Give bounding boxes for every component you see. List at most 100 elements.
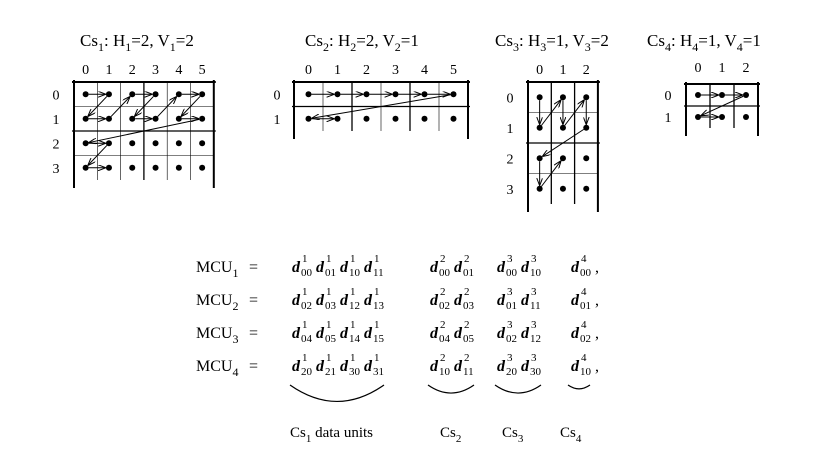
data-unit-subscript: 04	[301, 333, 313, 345]
data-unit: d	[364, 325, 373, 342]
data-unit: d	[454, 292, 463, 309]
sample-dot	[82, 91, 89, 98]
sample-dot	[105, 91, 112, 98]
data-unit-subscript: 00	[301, 267, 313, 279]
data-unit: d	[430, 292, 439, 309]
sample-dot	[743, 92, 749, 98]
scan-arrow	[182, 96, 201, 115]
column-label: 2	[743, 61, 750, 76]
scan-arrow	[157, 97, 176, 117]
column-label: 4	[421, 63, 428, 78]
data-unit-subscript: 03	[463, 300, 475, 312]
data-unit-superscript: 2	[440, 286, 446, 298]
data-unit-superscript: 1	[302, 286, 308, 298]
group-label: Cs4	[560, 425, 582, 445]
row-label: 0	[274, 88, 281, 103]
data-unit-superscript: 1	[326, 253, 332, 265]
column-label: 2	[363, 63, 370, 78]
sample-dot	[82, 140, 89, 147]
data-unit-subscript: 04	[439, 333, 451, 345]
mcu-label: MCU3	[196, 325, 238, 346]
data-unit-subscript: 02	[506, 333, 517, 345]
mcu-equals: =	[249, 292, 258, 309]
group-brace	[427, 384, 475, 394]
sample-dot	[421, 91, 428, 98]
sample-dot	[175, 140, 182, 147]
data-unit-subscript: 02	[439, 300, 450, 312]
column-label: 0	[82, 63, 89, 78]
data-unit-superscript: 3	[507, 253, 513, 265]
data-unit-superscript: 1	[374, 286, 380, 298]
data-unit-superscript: 1	[350, 286, 356, 298]
data-unit-superscript: 3	[531, 253, 537, 265]
data-unit-subscript: 20	[301, 366, 313, 378]
data-unit-superscript: 2	[464, 352, 470, 364]
column-label: 0	[695, 61, 702, 76]
data-unit: d	[364, 259, 373, 276]
data-unit-subscript: 15	[373, 333, 385, 345]
group-brace	[567, 384, 591, 390]
sample-dot	[559, 94, 566, 101]
data-unit: d	[454, 325, 463, 342]
scan-arrow	[564, 100, 584, 126]
data-unit-superscript: 3	[507, 286, 513, 298]
sample-dot	[152, 115, 159, 122]
sample-dot	[363, 91, 370, 98]
data-unit: d	[430, 325, 439, 342]
data-unit-subscript: 10	[439, 366, 451, 378]
mcu-equals: =	[249, 358, 258, 375]
data-unit-subscript: 13	[373, 300, 385, 312]
data-unit-subscript: 10	[530, 267, 542, 279]
sample-dot	[536, 185, 543, 192]
sample-dot	[719, 114, 725, 120]
data-unit: d	[340, 358, 349, 375]
sample-dot	[105, 140, 112, 147]
row-label: 3	[507, 183, 514, 198]
data-unit: d	[364, 292, 373, 309]
group-label: Cs3	[502, 425, 524, 445]
data-unit: d	[571, 259, 580, 276]
data-unit-superscript: 2	[440, 253, 446, 265]
sample-dot	[82, 164, 89, 171]
data-unit: d	[292, 259, 301, 276]
row-label: 1	[53, 113, 60, 128]
sample-dot	[175, 115, 182, 122]
scan-arrow	[541, 100, 560, 126]
data-unit-subscript: 01	[463, 267, 474, 279]
data-unit-superscript: 4	[581, 352, 587, 364]
row-label: 2	[53, 137, 60, 152]
data-unit-superscript: 4	[581, 319, 587, 331]
data-unit-subscript: 02	[580, 333, 591, 345]
sample-dot	[105, 164, 112, 171]
data-unit-subscript: 30	[349, 366, 361, 378]
data-unit-subscript: 05	[463, 333, 475, 345]
data-unit: d	[497, 292, 506, 309]
data-unit: d	[454, 358, 463, 375]
data-unit-superscript: 1	[302, 319, 308, 331]
sample-dot	[559, 185, 566, 192]
group-label: Cs1 data units	[290, 425, 373, 445]
sample-dot	[199, 140, 206, 147]
sample-dot	[421, 115, 428, 122]
data-unit: d	[521, 259, 530, 276]
mcu-end: ,	[595, 358, 599, 375]
data-unit: d	[454, 259, 463, 276]
sample-dot	[536, 94, 543, 101]
data-unit: d	[571, 358, 580, 375]
sample-dot	[392, 115, 399, 122]
mcu-equals: =	[249, 325, 258, 342]
sample-dot	[129, 91, 136, 98]
row-label: 0	[507, 91, 514, 106]
data-unit-superscript: 1	[326, 352, 332, 364]
group-brace	[289, 384, 385, 402]
scan-arrow	[543, 128, 585, 156]
sample-dot	[199, 164, 206, 171]
data-unit-subscript: 01	[506, 300, 517, 312]
component-title: Cs1: H1=2, V1=2	[80, 31, 194, 54]
data-unit-superscript: 3	[531, 286, 537, 298]
